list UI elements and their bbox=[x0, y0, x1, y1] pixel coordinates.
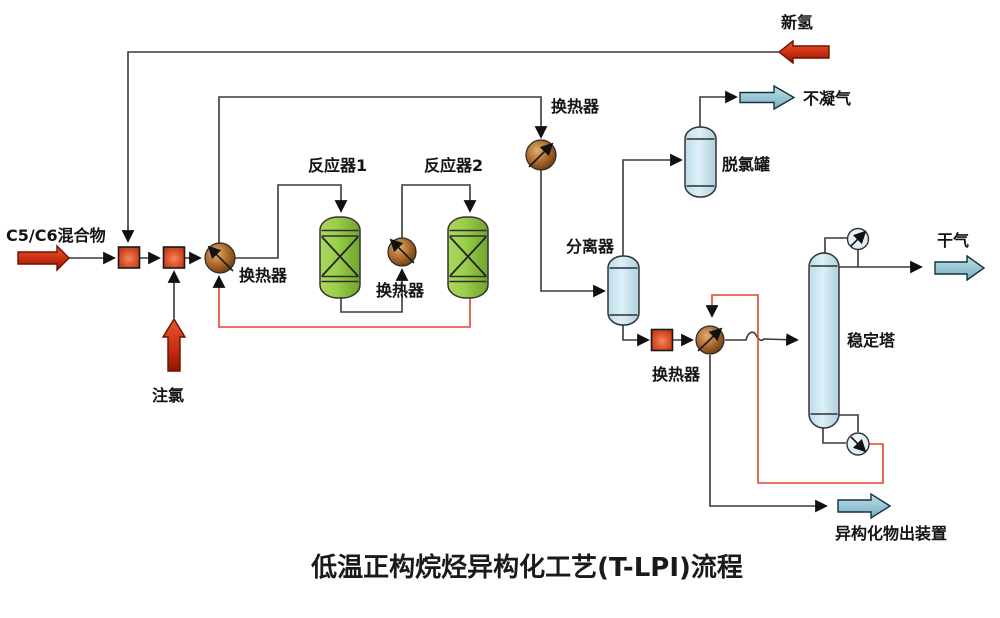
hydrogen-mix-valve bbox=[117, 246, 141, 269]
diagram-title: 低温正构烷烃异构化工艺(T-LPI)流程 bbox=[310, 552, 743, 583]
reactor-1-vessel bbox=[319, 216, 361, 299]
chlorine-injection-arrow bbox=[161, 317, 187, 372]
dry-gas-arrow bbox=[934, 254, 986, 282]
pipe-column-reboiler-right bbox=[838, 414, 859, 432]
non-condensable-gas-arrow bbox=[739, 84, 796, 111]
reactor-2-vessel bbox=[447, 216, 489, 299]
pipe-isomerate-product bbox=[709, 355, 828, 513]
pipe-reboiler-exchanger4-hot bbox=[705, 294, 884, 484]
fresh-hydrogen-arrow bbox=[777, 39, 830, 65]
isomerate-out-arrow bbox=[837, 492, 892, 520]
non-condensable-gas-label: 不凝气 bbox=[803, 89, 851, 108]
reactor2-label: 反应器2 bbox=[424, 156, 483, 175]
chlorine-mix-valve bbox=[162, 246, 186, 269]
isomerate-out-label: 异构化物出装置 bbox=[835, 524, 947, 543]
feed-effluent-exchanger-icon bbox=[204, 242, 236, 274]
pipe-tank-offgas bbox=[699, 90, 738, 127]
separator-label: 分离器 bbox=[566, 237, 615, 256]
pipe-exchanger1-cooler bbox=[218, 96, 548, 243]
pipe-column-reboiler-bottom bbox=[822, 428, 846, 444]
exchanger4-label: 换热器 bbox=[652, 365, 701, 384]
pipe-reactor1-exchanger2 bbox=[340, 268, 409, 313]
interstage-exchanger-icon bbox=[387, 237, 417, 267]
feed-stream-arrow bbox=[17, 244, 70, 272]
pipe-reactor2-effluent-hot bbox=[212, 275, 471, 328]
dechlorination-tank-label: 脱氯罐 bbox=[722, 155, 770, 174]
pipe-hydrogen-recycle bbox=[121, 51, 779, 243]
pipe-exchanger1-reactor1 bbox=[235, 184, 348, 259]
pipe-separator-dechlor-tank bbox=[622, 153, 683, 256]
dechlorination-tank-vessel bbox=[684, 126, 717, 198]
bottoms-reboiler-icon bbox=[846, 432, 870, 456]
pipe-exchanger4-column bbox=[725, 331, 799, 347]
reactor1-label: 反应器1 bbox=[308, 156, 367, 175]
separator-vessel bbox=[607, 255, 640, 326]
effluent-cooler-exchanger-icon bbox=[525, 139, 557, 171]
overhead-condenser-icon bbox=[846, 227, 870, 251]
pipe-cooler-separator bbox=[540, 170, 606, 298]
exchanger3-label: 换热器 bbox=[551, 97, 600, 116]
dry-gas-label: 干气 bbox=[937, 231, 969, 250]
separator-bottoms-valve bbox=[650, 328, 674, 352]
stabilizer-column-vessel bbox=[808, 252, 840, 429]
fresh-hydrogen-label: 新氢 bbox=[781, 13, 813, 32]
bottoms-feed-exchanger-icon bbox=[695, 325, 725, 355]
exchanger1-label: 换热器 bbox=[239, 266, 288, 285]
exchanger2-label: 换热器 bbox=[376, 281, 425, 300]
chlorine-label: 注氯 bbox=[152, 386, 184, 405]
feed-label: C5/C6混合物 bbox=[6, 226, 106, 245]
pipe-separator-valve3 bbox=[622, 325, 650, 347]
pipe-exchanger2-reactor2 bbox=[401, 184, 477, 238]
stabilizer-label: 稳定塔 bbox=[847, 331, 896, 350]
pipe-column-condenser bbox=[824, 237, 847, 253]
